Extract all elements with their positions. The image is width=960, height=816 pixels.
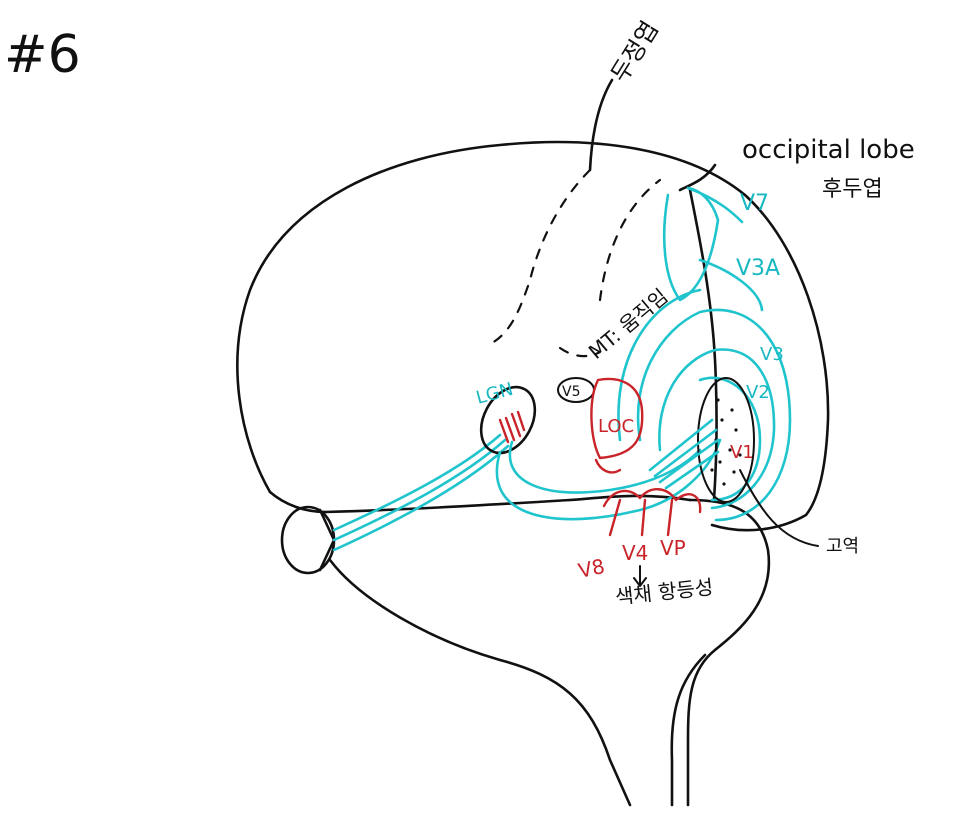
parietal-boundary [486,78,662,358]
optic-radiation [495,438,722,521]
v1-area [648,377,755,503]
eye [280,505,336,575]
color-constancy-label: 색채 항등성 [614,575,714,609]
v3-label: V3 [760,344,784,365]
v4-arrow [633,565,647,587]
fovea-label: 고역 [826,536,859,557]
occipital-label-en: occipital lobe [742,135,915,165]
fovea-pointer [739,469,819,547]
parietal-label: 두정엽 [605,16,664,87]
v8-label: V8 [576,554,607,583]
ventral-areas [602,488,702,537]
loc-label: LOC [598,416,634,437]
v4-label: V4 [622,541,648,565]
v1-label: V1 [730,442,754,463]
head-outline [236,140,830,807]
page-number: #6 [4,25,81,85]
v7-label: V7 [740,191,769,216]
occipital-label-ko: 후두엽 [822,177,883,202]
v3a-label: V3A [736,256,780,281]
v2-label: V2 [746,382,770,403]
v5-label: V5 [562,384,580,400]
occipital-boundary [678,163,718,502]
visual-area-contours [617,186,792,522]
lgn-body [479,385,537,455]
optic-nerve [332,433,510,552]
vp-label: VP [660,536,686,560]
lgn-label: LGN [474,379,516,409]
mt-label: MT: 움직임 [584,284,673,364]
loc-area [590,377,644,474]
